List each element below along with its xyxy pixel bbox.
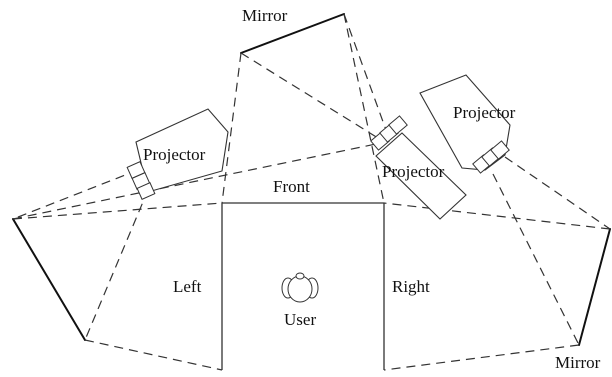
user-head-icon	[281, 272, 319, 303]
ray	[383, 344, 580, 371]
ray	[84, 189, 149, 341]
projector-center-label: Projector	[382, 162, 445, 181]
ray	[504, 156, 611, 230]
ray	[84, 339, 223, 371]
ray	[383, 202, 611, 230]
ray	[12, 143, 377, 220]
projector-center-icon	[370, 115, 467, 220]
mirror-right	[578, 228, 611, 346]
wall-front-label: Front	[273, 177, 310, 196]
ray	[343, 13, 387, 131]
ray	[12, 169, 139, 220]
ray	[12, 202, 223, 220]
ray	[240, 52, 379, 139]
projector-right-label: Projector	[453, 103, 516, 122]
projector-left-label: Projector	[143, 145, 206, 164]
ray	[221, 52, 242, 204]
projector-right-icon	[419, 74, 511, 174]
mirror-left	[12, 218, 86, 341]
mirror-top	[240, 13, 345, 54]
mirror-right-label: Mirror	[555, 353, 601, 372]
ray	[343, 13, 385, 204]
ray	[492, 173, 580, 346]
mirror-top-label: Mirror	[242, 6, 288, 25]
projector-left-icon	[126, 108, 229, 200]
projection-rays	[12, 13, 611, 371]
wall-right-label: Right	[392, 277, 430, 296]
user-label: User	[284, 310, 317, 329]
wall-left-label: Left	[173, 277, 202, 296]
